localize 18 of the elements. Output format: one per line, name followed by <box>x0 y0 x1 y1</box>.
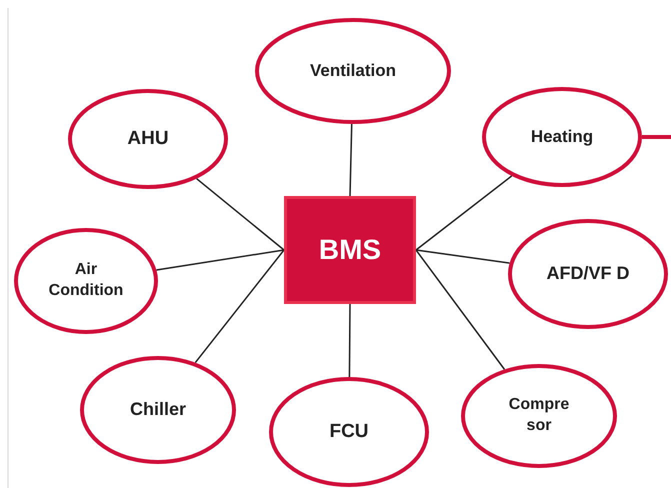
node-label: Compre sor <box>508 395 570 436</box>
node-label: Chiller <box>130 398 186 422</box>
connector-line <box>348 304 351 377</box>
connector-line <box>349 124 352 196</box>
connector-line <box>416 175 512 251</box>
connector-line <box>642 135 671 139</box>
node-label: Ventilation <box>310 60 396 82</box>
connector-line <box>194 250 285 364</box>
node-label: FCU <box>329 420 369 444</box>
connector-line <box>196 178 284 251</box>
connector-line <box>416 249 510 264</box>
connector-line <box>156 249 284 271</box>
node-label: BMS <box>318 232 382 267</box>
node-label: AHU <box>127 126 169 151</box>
node-label: Heating <box>530 126 594 148</box>
node-label: AFD/VF D <box>546 262 630 286</box>
node-label: Air Condition <box>48 260 124 301</box>
connector-line <box>415 250 506 370</box>
